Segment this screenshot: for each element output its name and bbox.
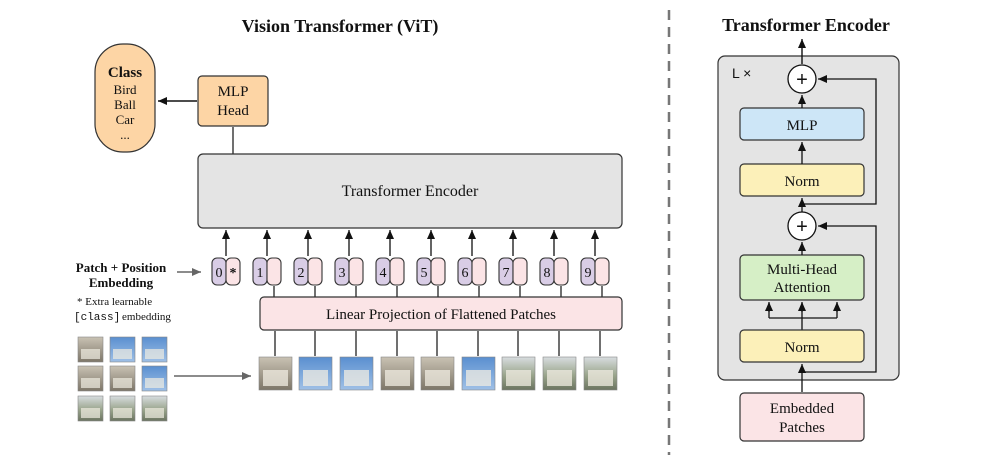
vit-title: Vision Transformer (ViT) — [242, 16, 439, 37]
class-item-ellipsis: ... — [120, 127, 130, 142]
attention-label-line1: Multi-Head — [767, 262, 837, 278]
class-heading: Class — [108, 65, 142, 81]
patch-thumbnail-detail-8 — [547, 370, 572, 386]
embedded-patches-line1: Embedded — [770, 401, 835, 417]
patch-embedding-9 — [594, 257, 610, 286]
encoder-detail-title: Transformer Encoder — [722, 15, 890, 35]
class-output-box — [94, 43, 156, 153]
grid-patch-detail-7 — [81, 408, 100, 418]
patch-thumbnail-detail-6 — [466, 370, 491, 386]
position-index-2: 2 — [298, 266, 305, 281]
patch-thumbnail-detail-9 — [588, 370, 613, 386]
patch-embedding-1 — [266, 257, 282, 286]
residual-add-middle-symbol: + — [796, 216, 808, 238]
skip-connection-bottom — [802, 222, 877, 373]
transformer-encoder-label: Transformer Encoder — [342, 183, 479, 200]
position-index-5: 5 — [421, 266, 428, 281]
attention-label-line2: Attention — [774, 280, 831, 296]
residual-add-top-symbol: + — [796, 69, 808, 91]
image-patch-grid — [77, 336, 168, 422]
encoder-norm-top-label: Norm — [785, 174, 820, 190]
linear-projection-label: Linear Projection of Flattened Patches — [326, 307, 556, 323]
patch-embedding-2 — [307, 257, 323, 286]
position-index-1: 1 — [257, 266, 264, 281]
class-item-ball: Ball — [114, 97, 136, 112]
patch-embedding-0 — [225, 257, 241, 286]
encoder-norm-bottom-box — [739, 329, 865, 363]
class-token-marker: * — [230, 266, 237, 281]
patch-thumbnail-detail-1 — [263, 370, 288, 386]
patch-thumbnail-detail-5 — [425, 370, 450, 386]
extra-note-line2: embedding — [122, 311, 171, 323]
mlp-head-line2: Head — [217, 103, 249, 119]
residual-add-top — [787, 64, 817, 94]
position-index-4: 4 — [380, 266, 387, 281]
patch-sequence — [258, 331, 618, 391]
extra-note-code: [class] — [74, 312, 120, 324]
encoder-norm-bottom-label: Norm — [785, 340, 820, 356]
linear-projection-box — [259, 296, 623, 331]
mlp-head-line1: MLP — [218, 84, 249, 100]
embedded-patches-line2: Patches — [779, 420, 825, 436]
token-row: 0 * 1 2 3 4 5 6 7 8 9 — [211, 230, 610, 297]
patch-embedding-6 — [471, 257, 487, 286]
patch-embedding-8 — [553, 257, 569, 286]
grid-patch-detail-6 — [145, 378, 164, 388]
patch-thumbnail-detail-7 — [506, 370, 531, 386]
position-index-0: 0 — [216, 266, 223, 281]
position-index-3: 3 — [339, 266, 346, 281]
encoder-mlp-label: MLP — [787, 118, 818, 134]
grid-patch-detail-2 — [113, 349, 132, 359]
patch-embedding-7 — [512, 257, 528, 286]
patch-embedding-label-line2: Embedding — [89, 275, 154, 290]
position-index-7: 7 — [503, 266, 510, 281]
patch-embedding-3 — [348, 257, 364, 286]
patch-embedding-4 — [389, 257, 405, 286]
patch-embedding-5 — [430, 257, 446, 286]
patch-thumbnail-detail-3 — [344, 370, 369, 386]
embedded-patches-box — [739, 392, 865, 442]
repeat-label: L × — [732, 65, 751, 81]
skip-connection-top — [802, 75, 877, 205]
patch-thumbnail-detail-4 — [385, 370, 410, 386]
grid-patch-detail-8 — [113, 408, 132, 418]
grid-patch-detail-9 — [145, 408, 164, 418]
position-index-8: 8 — [544, 266, 551, 281]
transformer-encoder-box — [197, 153, 623, 229]
patch-embedding-label-line1: Patch + Position — [76, 260, 167, 275]
extra-note-line1: * Extra learnable — [77, 296, 152, 308]
position-index-6: 6 — [462, 266, 469, 281]
grid-patch-detail-5 — [113, 378, 132, 388]
grid-patch-detail-4 — [81, 378, 100, 388]
class-item-bird: Bird — [113, 82, 137, 97]
grid-patch-detail-1 — [81, 349, 100, 359]
mlp-head-box — [197, 75, 269, 127]
grid-patch-detail-3 — [145, 349, 164, 359]
patch-thumbnail-detail-2 — [303, 370, 328, 386]
position-index-9: 9 — [585, 266, 592, 281]
class-item-car: Car — [116, 112, 135, 127]
